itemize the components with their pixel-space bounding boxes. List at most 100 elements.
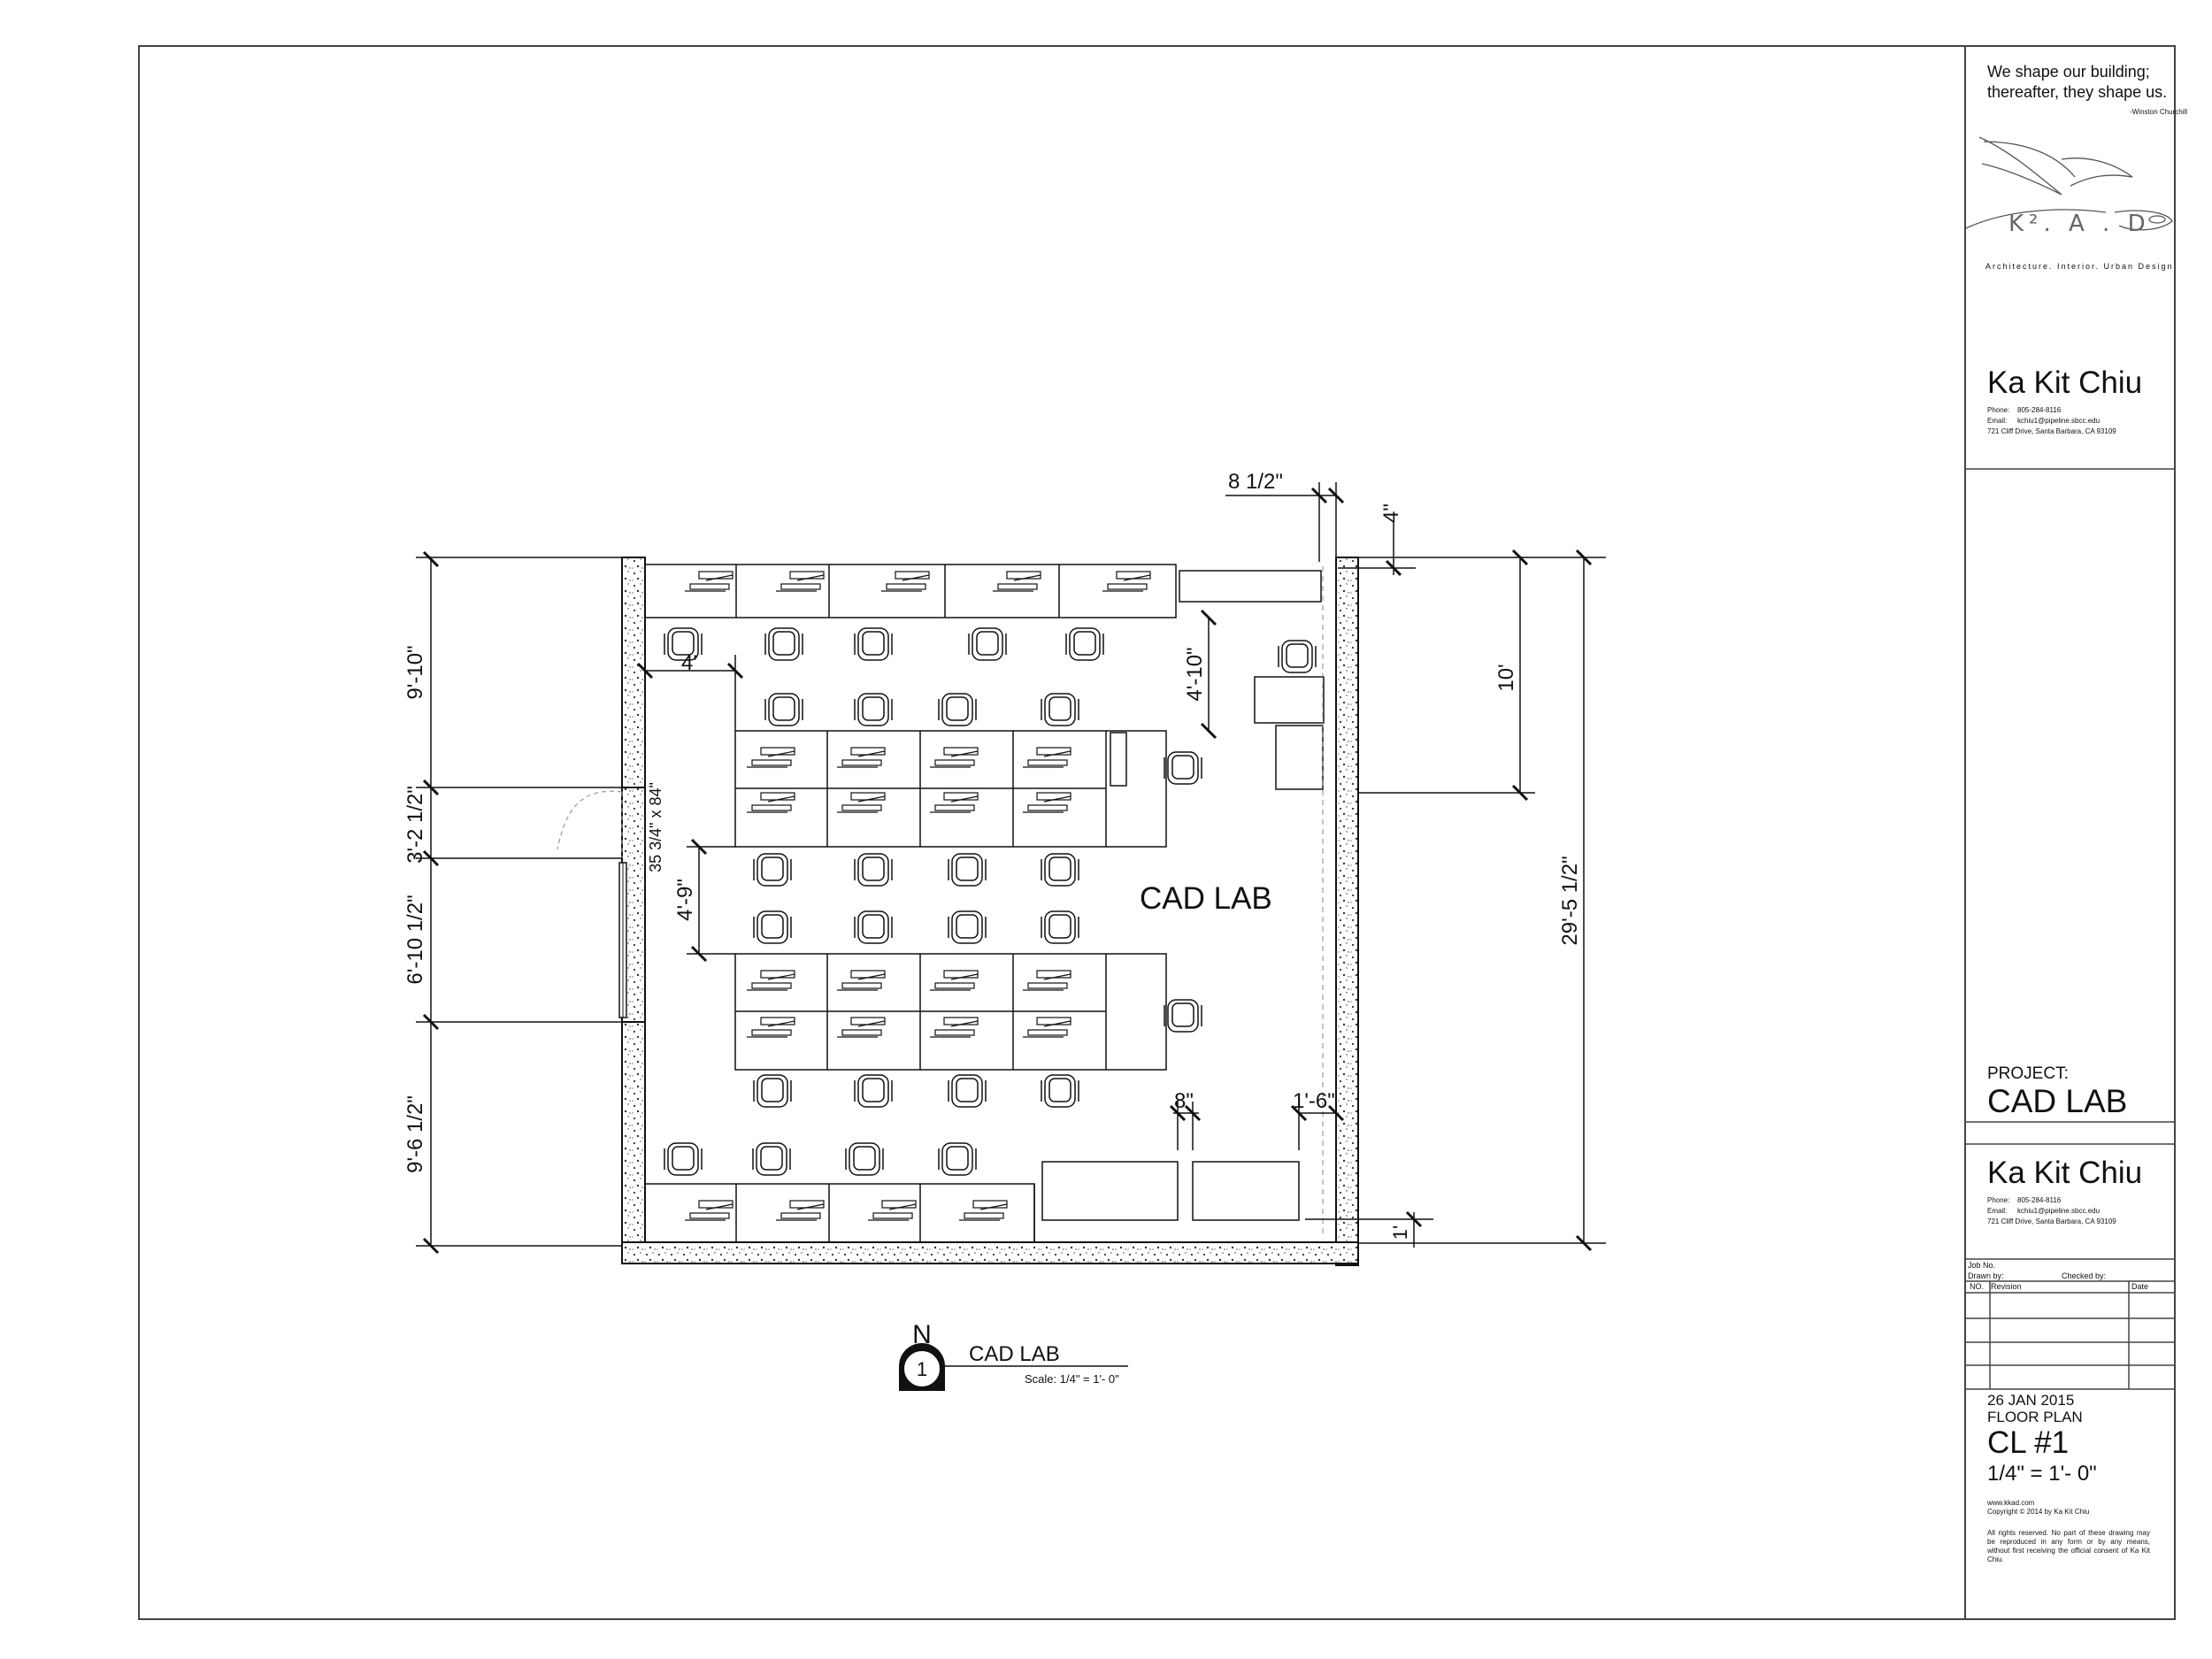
sheet-number: CL #1 — [1987, 1425, 2070, 1460]
dimension-tick — [726, 662, 744, 680]
dimension-tick — [1327, 487, 1345, 504]
dim-top-8-half: 8 1/2" — [1228, 470, 1283, 494]
dim-aisle-4-10: 4'-10" — [1183, 647, 1207, 701]
monitor-icon — [930, 792, 979, 813]
dimension-tick — [1511, 784, 1529, 802]
dim-right-10: 10' — [1494, 664, 1518, 691]
chair-icon — [854, 693, 893, 726]
chair-icon — [1041, 693, 1079, 726]
monitor-icon — [837, 1017, 886, 1038]
chair-icon — [854, 853, 893, 887]
monitors — [685, 571, 1151, 1221]
chair-icon — [1041, 910, 1079, 944]
designer-contact: Phone:805-284-8116 Email:kchiu1@pipeline… — [1987, 405, 2182, 437]
phone-2: 805-284-8116 — [2017, 1196, 2062, 1204]
address: 721 Cliff Drive, Santa Barbara, CA 93109 — [1987, 427, 2116, 435]
sheet-date: 26 JAN 2015 — [1987, 1392, 2075, 1409]
sheet-border — [138, 45, 2176, 1620]
monitor-icon — [868, 1200, 917, 1221]
dimension-tick — [636, 662, 654, 680]
view-number: 1 — [917, 1358, 927, 1380]
sheet-scale: 1/4" = 1'- 0" — [1987, 1462, 2097, 1486]
revision-col-no: NO. — [1970, 1282, 1985, 1291]
dimension-tick — [1200, 722, 1217, 740]
chair-icon — [1041, 1074, 1079, 1108]
email-2: kchiu1@pipeline.sbcc.edu — [2017, 1207, 2101, 1215]
dim-left-6-10: 6'-10 1/2" — [403, 895, 427, 984]
monitor-icon — [837, 792, 886, 813]
dimension-tick — [1327, 1104, 1345, 1122]
dimension-tick — [1575, 549, 1593, 566]
dimension-tick — [422, 849, 440, 867]
monitor-icon — [993, 571, 1041, 592]
dimension-tick — [1290, 1104, 1308, 1122]
project-name: CAD LAB — [1987, 1083, 2128, 1119]
dim-aisle-4-9: 4'-9" — [673, 879, 697, 921]
chair-icon — [1065, 627, 1104, 661]
revision-col-revision: Revision — [1991, 1282, 2022, 1291]
dimension-tick — [1200, 609, 1217, 626]
dim-bottom-1: 1' — [1389, 1225, 1411, 1240]
chair-icon — [752, 1142, 791, 1176]
dimension-lines — [416, 482, 1606, 1248]
rights-notice: All rights reserved. No part of these dr… — [1987, 1529, 2150, 1563]
designer-name: Ka Kit Chiu — [1987, 365, 2143, 400]
dim-bottom-8: 8" — [1174, 1089, 1194, 1113]
copyright: Copyright © 2014 by Ka Kit Chiu — [1987, 1508, 2090, 1516]
door-swing — [557, 790, 623, 858]
website-copyright: www.kkad.com Copyright © 2014 by Ka Kit … — [1987, 1499, 2089, 1517]
chair-icon — [1164, 751, 1202, 785]
monitor-icon — [1023, 792, 1071, 813]
designer-contact-2: Phone: 805-284-8116 Email: kchiu1@pipeline… — [1987, 1195, 2182, 1227]
monitor-icon — [881, 571, 930, 592]
monitor-icon — [959, 1200, 1008, 1221]
monitor-icon — [837, 747, 886, 768]
view-title: CAD LAB — [969, 1342, 1060, 1366]
titleblock-grid — [1965, 468, 2175, 1390]
monitor-icon — [776, 571, 825, 592]
dimension-tick — [1385, 559, 1402, 577]
dimension-tick — [422, 1013, 440, 1031]
room-walls — [621, 557, 1359, 1266]
drawn-by-label: Drawn by: — [1968, 1271, 2004, 1280]
quote-author: -Winston Churchill — [2130, 108, 2187, 116]
dim-aisle-top: 4' — [681, 651, 697, 675]
chair-icon — [1041, 853, 1079, 887]
monitor-icon — [1023, 1017, 1071, 1038]
sheet-title: FLOOR PLAN — [1987, 1409, 2083, 1425]
chair-icon — [753, 910, 792, 944]
kad-logo-icon — [1965, 136, 2173, 231]
dim-top-4: 4" — [1379, 503, 1403, 523]
chair-icon — [764, 693, 803, 726]
dim-bottom-1-6: 1'-6" — [1293, 1089, 1335, 1113]
monitor-icon — [930, 970, 979, 991]
chair-icon — [854, 1074, 893, 1108]
dimension-tick — [1169, 1104, 1187, 1122]
chair-icon — [664, 1142, 703, 1176]
dim-left-9-10: 9'-10" — [403, 645, 427, 699]
monitor-icon — [1102, 571, 1151, 592]
email-label-2: Email: — [1987, 1207, 2008, 1215]
monitor-icon — [747, 1017, 795, 1038]
monitor-icon — [685, 1200, 733, 1221]
quote-line-1: We shape our building; — [1987, 63, 2150, 81]
titleblock-quote: We shape our building; thereafter, they … — [1987, 62, 2191, 103]
monitor-icon — [930, 1017, 979, 1038]
dimension-tick — [690, 838, 708, 856]
monitor-icon — [837, 970, 886, 991]
chair-icon — [948, 1074, 987, 1108]
monitor-icon — [930, 747, 979, 768]
designer-name-2: Ka Kit Chiu — [1987, 1156, 2143, 1190]
dim-left-3-2: 3'-2 1/2" — [403, 786, 427, 864]
chair-icon — [948, 910, 987, 944]
dimension-tick — [690, 945, 708, 963]
dim-left-9-6: 9'-6 1/2" — [403, 1095, 427, 1173]
monitor-icon — [1023, 970, 1071, 991]
quote-line-2: thereafter, they shape us. — [1987, 83, 2168, 101]
workstation-tables — [644, 676, 1325, 1243]
dimension-tick — [1511, 549, 1529, 566]
email-label: Email: — [1987, 417, 2008, 425]
phone-label-2: Phone: — [1987, 1196, 2010, 1204]
room-label: CAD LAB — [1140, 881, 1272, 916]
